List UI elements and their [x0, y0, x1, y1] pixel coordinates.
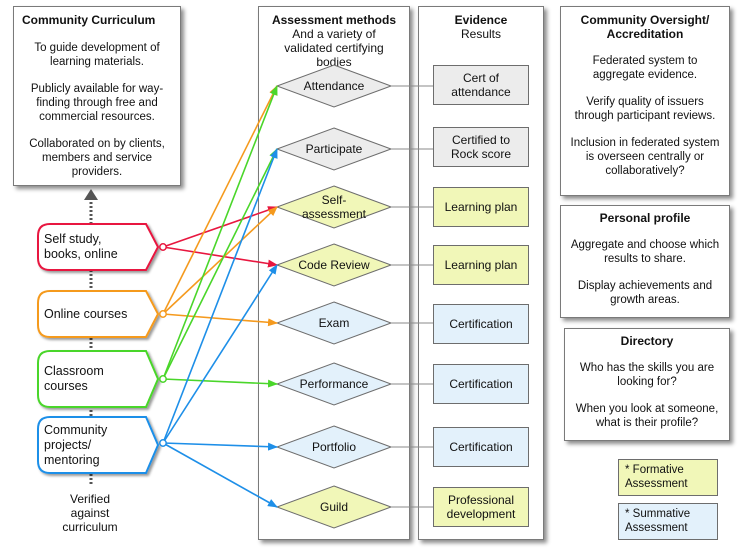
- directory-paragraph: When you look at someone, what is their …: [575, 403, 719, 429]
- source-label-line: books, online: [44, 247, 118, 261]
- assessment-method-label: Self-: [322, 193, 347, 207]
- arrow-origin-dot: [159, 439, 167, 447]
- evidence-box: Certification: [433, 304, 529, 344]
- evidence-box: Cert of attendance: [433, 65, 529, 105]
- evidence-box: Learning plan: [433, 187, 529, 227]
- source-label-line: Classroom: [44, 364, 104, 378]
- legend-formative: * Formative Assessment: [618, 459, 718, 496]
- source-to-method-arrow: [162, 206, 278, 315]
- evidence-box: Professional development: [433, 487, 529, 527]
- source-arrows: [159, 85, 278, 508]
- evidence-box: Certification: [433, 364, 529, 404]
- assessment-method-label: assessment: [302, 207, 367, 221]
- source-to-method-arrow: [162, 206, 278, 248]
- evidence-subtitle: Results: [460, 27, 501, 41]
- assessment-method-label: Code Review: [298, 258, 370, 272]
- assessment-method-diamond: Participate: [275, 127, 393, 171]
- curriculum-paragraph: Collaborated on by clients, members and …: [29, 138, 165, 178]
- assessment-method-diamond: Exam: [275, 301, 393, 345]
- verified-label: Verified against curriculum: [62, 492, 118, 534]
- arrow-origin-dot: [159, 375, 167, 383]
- assessment-diamonds: AttendanceParticipateSelf-assessmentCode…: [275, 64, 393, 529]
- assessment-method-diamond: Self-assessment: [275, 185, 393, 229]
- assessment-method-label: Exam: [319, 316, 350, 330]
- curriculum-panel: Community Curriculum To guide developmen…: [13, 6, 181, 186]
- evidence-box: Certified to Rock score: [433, 127, 529, 167]
- personal-profile-panel: Personal profile Aggregate and choose wh…: [560, 205, 730, 318]
- directory-panel: Directory Who has the skills you are loo…: [564, 328, 730, 441]
- connector-lines: [391, 85, 433, 508]
- assessment-method-diamond: Portfolio: [275, 425, 393, 469]
- evidence-box: Learning plan: [433, 245, 529, 285]
- source-shape: [37, 290, 160, 338]
- oversight-paragraph: Federated system to aggregate evidence.: [592, 55, 698, 81]
- source-to-method-arrow: [162, 246, 278, 268]
- directory-paragraph: Who has the skills you are looking for?: [579, 362, 715, 388]
- oversight-paragraph: Inclusion in federated system is oversee…: [570, 137, 720, 177]
- source-label: Online courses: [44, 307, 140, 322]
- source-to-method-arrow: [162, 442, 278, 451]
- evidence-title: Evidence: [454, 13, 508, 27]
- assessment-method-label: Performance: [300, 377, 369, 391]
- source-to-method-arrow: [162, 442, 278, 508]
- source-label-line: Community: [44, 422, 108, 437]
- methods-subtitle: And a variety of validated certifying bo…: [284, 27, 384, 69]
- source-label-line: mentoring: [44, 452, 100, 467]
- oversight-paragraph: Verify quality of issuers through partic…: [574, 96, 716, 122]
- oversight-panel: Community Oversight/ Accreditation Feder…: [560, 6, 730, 196]
- assessment-method-diamond: Guild: [275, 485, 393, 529]
- assessment-method-diamond: Code Review: [275, 243, 393, 287]
- profile-title: Personal profile: [599, 211, 691, 225]
- assessment-method-label: Participate: [306, 142, 363, 156]
- assessment-method-label: Guild: [320, 500, 348, 514]
- source-label-line: courses: [44, 379, 88, 393]
- source-to-method-arrow: [162, 378, 278, 388]
- source-to-method-arrow: [162, 313, 278, 327]
- source-to-method-arrow: [162, 148, 278, 444]
- source-to-method-arrow: [162, 85, 278, 315]
- curriculum-title: Community Curriculum: [22, 13, 156, 27]
- source-shape: [37, 223, 160, 271]
- oversight-title: Community Oversight/ Accreditation: [580, 13, 710, 41]
- verify-arrow-head: [84, 189, 98, 200]
- profile-paragraph: Display achievements and growth areas.: [577, 280, 713, 306]
- source-label-line: Online courses: [44, 306, 128, 321]
- curriculum-paragraph: Publicly available for way-finding throu…: [30, 83, 164, 123]
- arrow-origin-dot: [159, 310, 167, 318]
- assessment-method-diamond: Attendance: [275, 64, 393, 108]
- assessment-method-label: Attendance: [304, 79, 365, 93]
- assessment-method-label: Portfolio: [312, 440, 356, 454]
- source-shapes: [37, 223, 160, 474]
- assessment-method-diamond: Performance: [275, 362, 393, 406]
- curriculum-paragraph: To guide development of learning materia…: [34, 42, 160, 68]
- source-to-method-arrow: [162, 85, 278, 380]
- profile-paragraph: Aggregate and choose which results to sh…: [570, 239, 720, 265]
- arrow-origin-dot: [159, 243, 167, 251]
- evidence-box: Certification: [433, 427, 529, 467]
- source-label-line: Self study,: [44, 232, 102, 246]
- source-label: Self study,books, online: [44, 232, 140, 262]
- source-shape: [37, 350, 160, 408]
- source-label-line: projects/: [44, 437, 92, 452]
- source-to-method-arrow: [162, 264, 278, 444]
- legend-summative: * Summative Assessment: [618, 503, 718, 540]
- directory-title: Directory: [620, 334, 674, 348]
- methods-title: Assessment methods: [271, 13, 397, 27]
- source-shape: [37, 416, 160, 474]
- source-to-method-arrow: [162, 148, 278, 380]
